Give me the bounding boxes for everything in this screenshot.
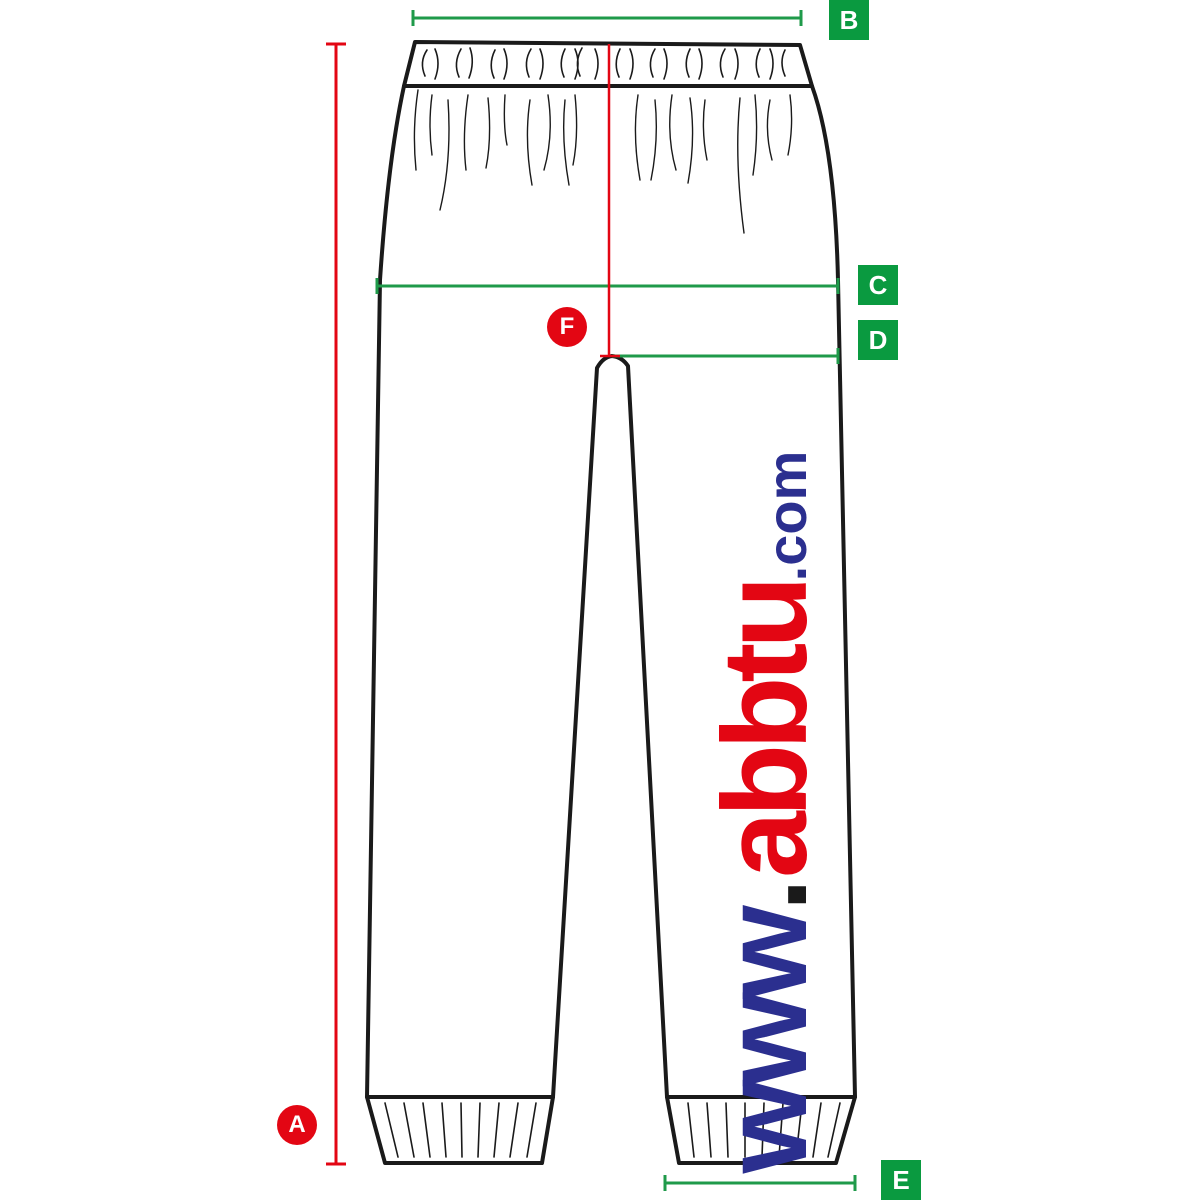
label-e: E bbox=[881, 1160, 921, 1200]
watermark-tld: .com bbox=[755, 450, 818, 582]
measure-line-d bbox=[612, 348, 840, 364]
label-a: A bbox=[277, 1105, 317, 1145]
watermark-dot: . bbox=[698, 877, 832, 912]
measure-line-c bbox=[375, 278, 840, 294]
label-c: C bbox=[858, 265, 898, 305]
label-b: B bbox=[829, 0, 869, 40]
label-f: F bbox=[547, 307, 587, 347]
cuff-ribbing bbox=[384, 1102, 841, 1158]
waistband-gathers bbox=[421, 47, 786, 80]
watermark-brand: abbtu bbox=[698, 581, 832, 878]
measure-line-e bbox=[663, 1175, 857, 1191]
right-cuff bbox=[665, 1095, 857, 1165]
measure-line-f bbox=[600, 44, 620, 358]
drape-lines bbox=[413, 89, 793, 234]
left-cuff bbox=[365, 1095, 555, 1165]
watermark-logo: www.abbtu.com bbox=[698, 450, 832, 1174]
label-d: D bbox=[858, 320, 898, 360]
measure-line-b bbox=[411, 10, 803, 26]
watermark-prefix: www bbox=[698, 911, 832, 1174]
measure-line-a bbox=[326, 42, 346, 1166]
